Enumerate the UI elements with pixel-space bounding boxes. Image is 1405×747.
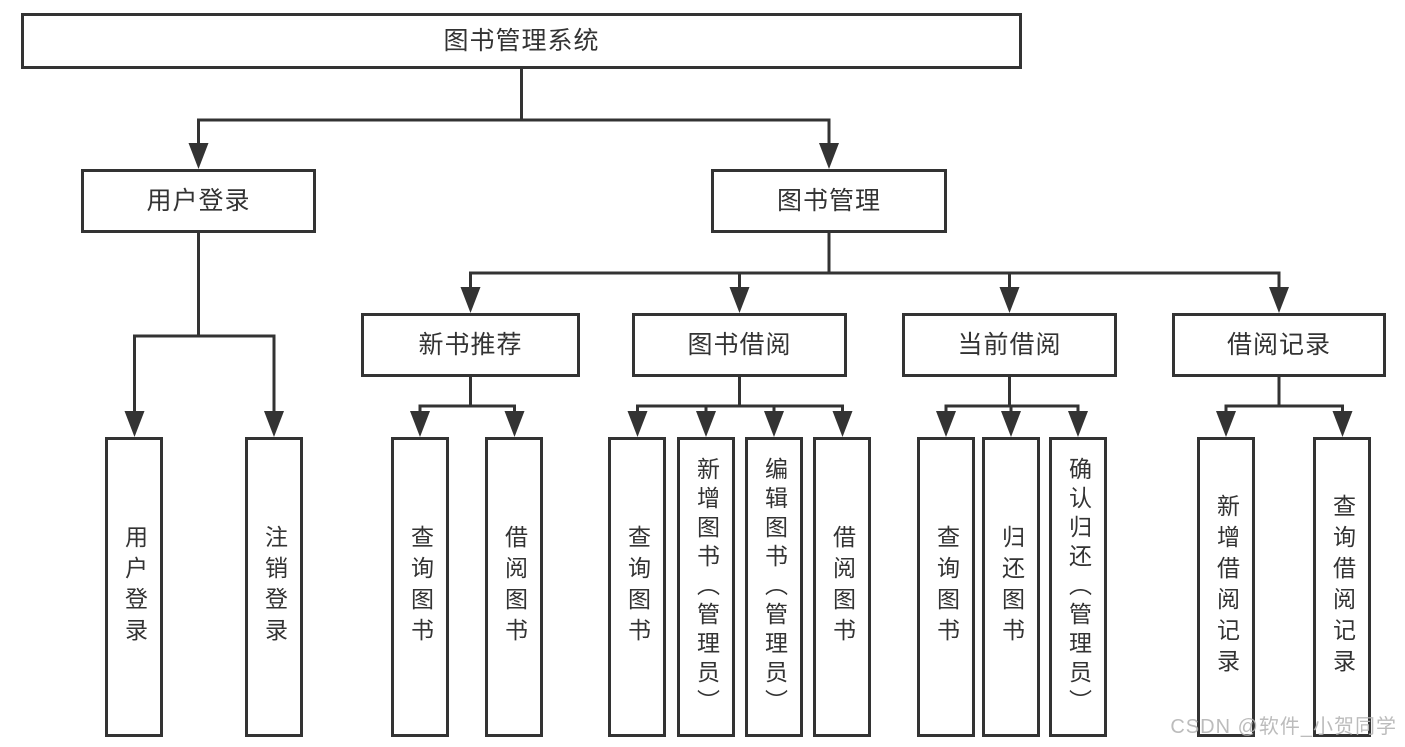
arrowheads bbox=[124, 143, 1353, 437]
leaf-cb-query-book: 查询图书 bbox=[917, 437, 975, 737]
leaf-logout: 注销登录 bbox=[245, 437, 303, 737]
leaf-rec-query-book: 查询图书 bbox=[391, 437, 449, 737]
leaf-user-login: 用户登录 bbox=[105, 437, 163, 737]
node-root-library-system: 图书管理系统 bbox=[21, 13, 1022, 69]
leaf-rec-borrow-book: 借阅图书 bbox=[485, 437, 543, 737]
leaf-bb-query-book: 查询图书 bbox=[608, 437, 666, 737]
leaf-bb-edit-book-admin: 编辑图书（管理员） bbox=[745, 437, 803, 737]
leaf-bb-add-book-admin: 新增图书（管理员） bbox=[677, 437, 735, 737]
node-book-borrowing: 图书借阅 bbox=[632, 313, 847, 377]
leaf-br-add-record: 新增借阅记录 bbox=[1197, 437, 1255, 737]
leaf-cb-return-book: 归还图书 bbox=[982, 437, 1040, 737]
leaf-br-query-record: 查询借阅记录 bbox=[1313, 437, 1371, 737]
node-user-login: 用户登录 bbox=[81, 169, 316, 233]
leaf-bb-borrow-book: 借阅图书 bbox=[813, 437, 871, 737]
node-new-book-recommendation: 新书推荐 bbox=[361, 313, 580, 377]
node-borrowing-records: 借阅记录 bbox=[1172, 313, 1386, 377]
node-current-borrowing: 当前借阅 bbox=[902, 313, 1117, 377]
leaf-cb-confirm-return-admin: 确认归还（管理员） bbox=[1049, 437, 1107, 737]
node-book-management: 图书管理 bbox=[711, 169, 947, 233]
